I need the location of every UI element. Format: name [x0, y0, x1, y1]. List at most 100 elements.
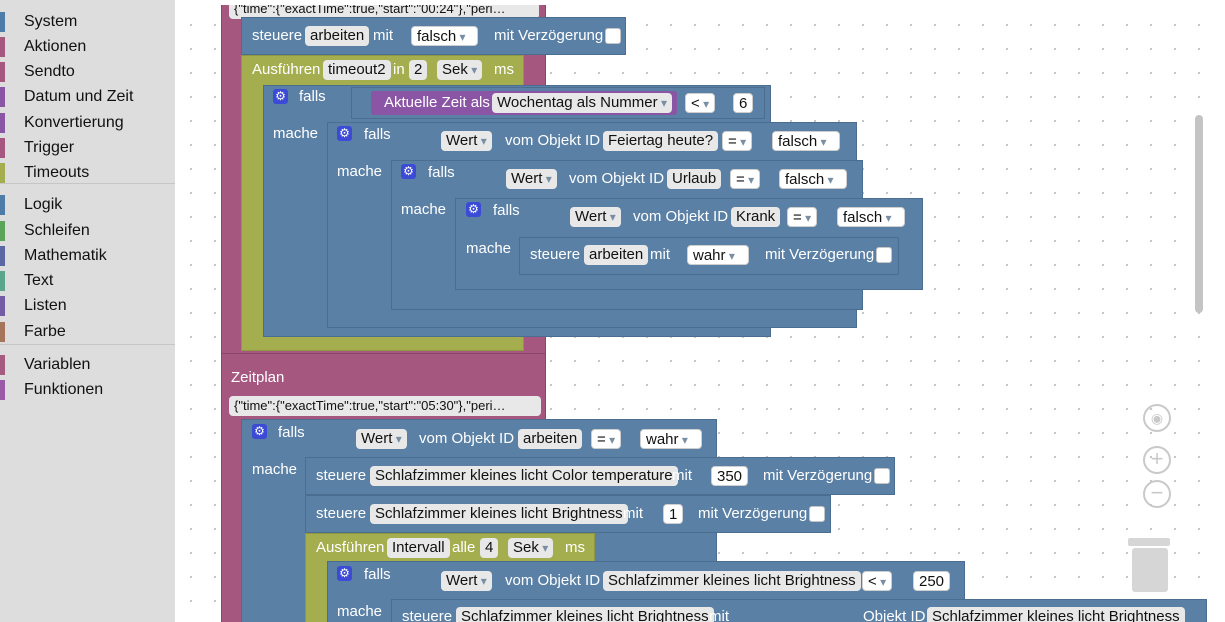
interval-name-field[interactable]: Intervall: [387, 538, 450, 558]
mit-label: mit: [650, 246, 670, 263]
toolbox-category-variablen[interactable]: Variablen: [0, 352, 175, 377]
minus-icon[interactable]: −: [1143, 480, 1171, 508]
category-label: Schleifen: [24, 221, 90, 239]
toolbox-category-system[interactable]: System: [0, 9, 175, 34]
gear-icon[interactable]: ⚙: [337, 126, 352, 141]
wert-dropdown[interactable]: Wert: [570, 207, 621, 227]
weekday-dropdown[interactable]: Wochentag als Nummer: [492, 93, 672, 113]
category-label: Trigger: [24, 138, 75, 156]
value-dropdown[interactable]: falsch: [411, 26, 478, 46]
category-color-swatch: [0, 194, 5, 215]
toolbox-category-aktionen[interactable]: Aktionen: [0, 34, 175, 59]
category-label: Funktionen: [24, 380, 104, 398]
toolbox-category-farbe[interactable]: Farbe: [0, 319, 175, 344]
set-state-block[interactable]: [519, 237, 899, 275]
blockly-workspace[interactable]: {"time":{"exactTime":true,"start":"00:24…: [175, 5, 1207, 622]
toolbox-category-konvertierung[interactable]: Konvertierung: [0, 110, 175, 135]
object-id-field[interactable]: Schlafzimmer kleines licht Brightness: [603, 571, 861, 591]
object-field[interactable]: arbeiten: [305, 26, 370, 46]
object-field[interactable]: Schlafzimmer kleines licht Color tempera…: [370, 466, 678, 486]
operator-dropdown[interactable]: =: [787, 207, 818, 227]
category-color-swatch: [0, 61, 5, 82]
trash-icon[interactable]: [1128, 538, 1170, 546]
object-field[interactable]: arbeiten: [584, 245, 649, 265]
toolbox-category-listen[interactable]: Listen: [0, 293, 175, 318]
object-id-field[interactable]: Schlafzimmer kleines licht Brightness: [927, 607, 1185, 622]
target-icon[interactable]: ◉: [1143, 404, 1171, 432]
operator-dropdown[interactable]: <: [862, 571, 893, 591]
object-id-field[interactable]: Feiertag heute?: [603, 131, 719, 151]
trash-can-body[interactable]: [1132, 548, 1168, 592]
category-label: Datum und Zeit: [24, 87, 134, 105]
object-id-field[interactable]: Krank: [731, 207, 781, 227]
toolbox-category-schleifen[interactable]: Schleifen: [0, 218, 175, 243]
value-dropdown[interactable]: falsch: [837, 207, 905, 227]
wert-dropdown[interactable]: Wert: [441, 571, 492, 591]
operator-dropdown[interactable]: =: [730, 169, 761, 189]
schedule-title: Zeitplan: [231, 369, 285, 386]
object-id-field[interactable]: arbeiten: [518, 429, 583, 449]
toolbox-category-text[interactable]: Text: [0, 268, 175, 293]
gear-icon[interactable]: ⚙: [466, 202, 481, 217]
delay-checkbox[interactable]: [605, 28, 621, 44]
workspace-top-edge: [175, 0, 1225, 5]
execute-label: Ausführen: [316, 539, 385, 556]
wert-dropdown[interactable]: Wert: [356, 429, 407, 449]
number-field[interactable]: 350: [711, 466, 749, 486]
category-color-swatch: [0, 86, 5, 107]
gear-icon[interactable]: ⚙: [401, 164, 416, 179]
delay-checkbox[interactable]: [874, 468, 890, 484]
timeout-num-field[interactable]: 2: [409, 60, 428, 80]
toolbox-category-timeouts[interactable]: Timeouts: [0, 160, 175, 185]
category-label: Aktionen: [24, 37, 87, 55]
toolbox-category-funktionen[interactable]: Funktionen: [0, 377, 175, 402]
object-id-label: vom Objekt ID: [505, 572, 601, 589]
object-field[interactable]: Schlafzimmer kleines licht Brightness: [456, 607, 714, 622]
delay-label: mit Verzögerung: [698, 505, 808, 522]
gear-icon[interactable]: ⚙: [337, 566, 352, 581]
gear-icon[interactable]: ⚙: [252, 424, 267, 439]
timeout-name-field[interactable]: timeout2: [323, 60, 391, 80]
toolbox-category-sendto[interactable]: Sendto: [0, 59, 175, 84]
operator-dropdown[interactable]: =: [591, 429, 622, 449]
value-dropdown[interactable]: wahr: [640, 429, 702, 449]
object-id-field[interactable]: Urlaub: [667, 169, 722, 189]
mit-label: mit: [709, 608, 729, 622]
value-dropdown[interactable]: wahr: [687, 245, 749, 265]
delay-checkbox[interactable]: [809, 506, 825, 522]
cron-field[interactable]: {"time":{"exactTime":true,"start":"00:24…: [229, 5, 539, 19]
unit-dropdown[interactable]: Sek: [508, 538, 554, 558]
gear-icon[interactable]: ⚙: [273, 89, 288, 104]
operator-dropdown[interactable]: =: [722, 131, 753, 151]
mache-label: mache: [337, 603, 383, 620]
number-field[interactable]: 6: [733, 93, 754, 113]
value-dropdown[interactable]: falsch: [779, 169, 847, 189]
mache-label: mache: [337, 163, 383, 180]
operator-dropdown[interactable]: <: [685, 93, 716, 113]
mache-label: mache: [466, 240, 512, 257]
wert-dropdown[interactable]: Wert: [441, 131, 492, 151]
wert-dropdown[interactable]: Wert: [506, 169, 557, 189]
unit-dropdown[interactable]: Sek: [437, 60, 483, 80]
object-id-label: vom Objekt ID: [569, 170, 665, 187]
vertical-scrollbar[interactable]: [1195, 115, 1203, 313]
number-field[interactable]: 250: [913, 571, 951, 591]
plus-icon[interactable]: +: [1143, 446, 1171, 474]
toolbox-category-mathematik[interactable]: Mathematik: [0, 243, 175, 268]
category-label: Konvertierung: [24, 113, 124, 131]
toolbox-category-logik[interactable]: Logik: [0, 192, 175, 217]
value-dropdown[interactable]: falsch: [772, 131, 840, 151]
steuere-label: steuere: [316, 505, 367, 522]
interval-num-field[interactable]: 4: [480, 538, 499, 558]
current-time-label: Aktuelle Zeit als: [384, 94, 490, 111]
object-field[interactable]: Schlafzimmer kleines licht Brightness: [370, 504, 628, 524]
delay-checkbox[interactable]: [876, 247, 892, 263]
cron-field[interactable]: {"time":{"exactTime":true,"start":"05:30…: [229, 396, 541, 416]
category-label: Mathematik: [24, 246, 107, 264]
mache-label: mache: [252, 461, 298, 478]
number-field[interactable]: 1: [663, 504, 684, 524]
mache-label: mache: [401, 201, 447, 218]
toolbox-category-datum-und-zeit[interactable]: Datum und Zeit: [0, 84, 175, 109]
delay-label: mit Verzögerung: [494, 27, 604, 44]
toolbox-category-trigger[interactable]: Trigger: [0, 135, 175, 160]
